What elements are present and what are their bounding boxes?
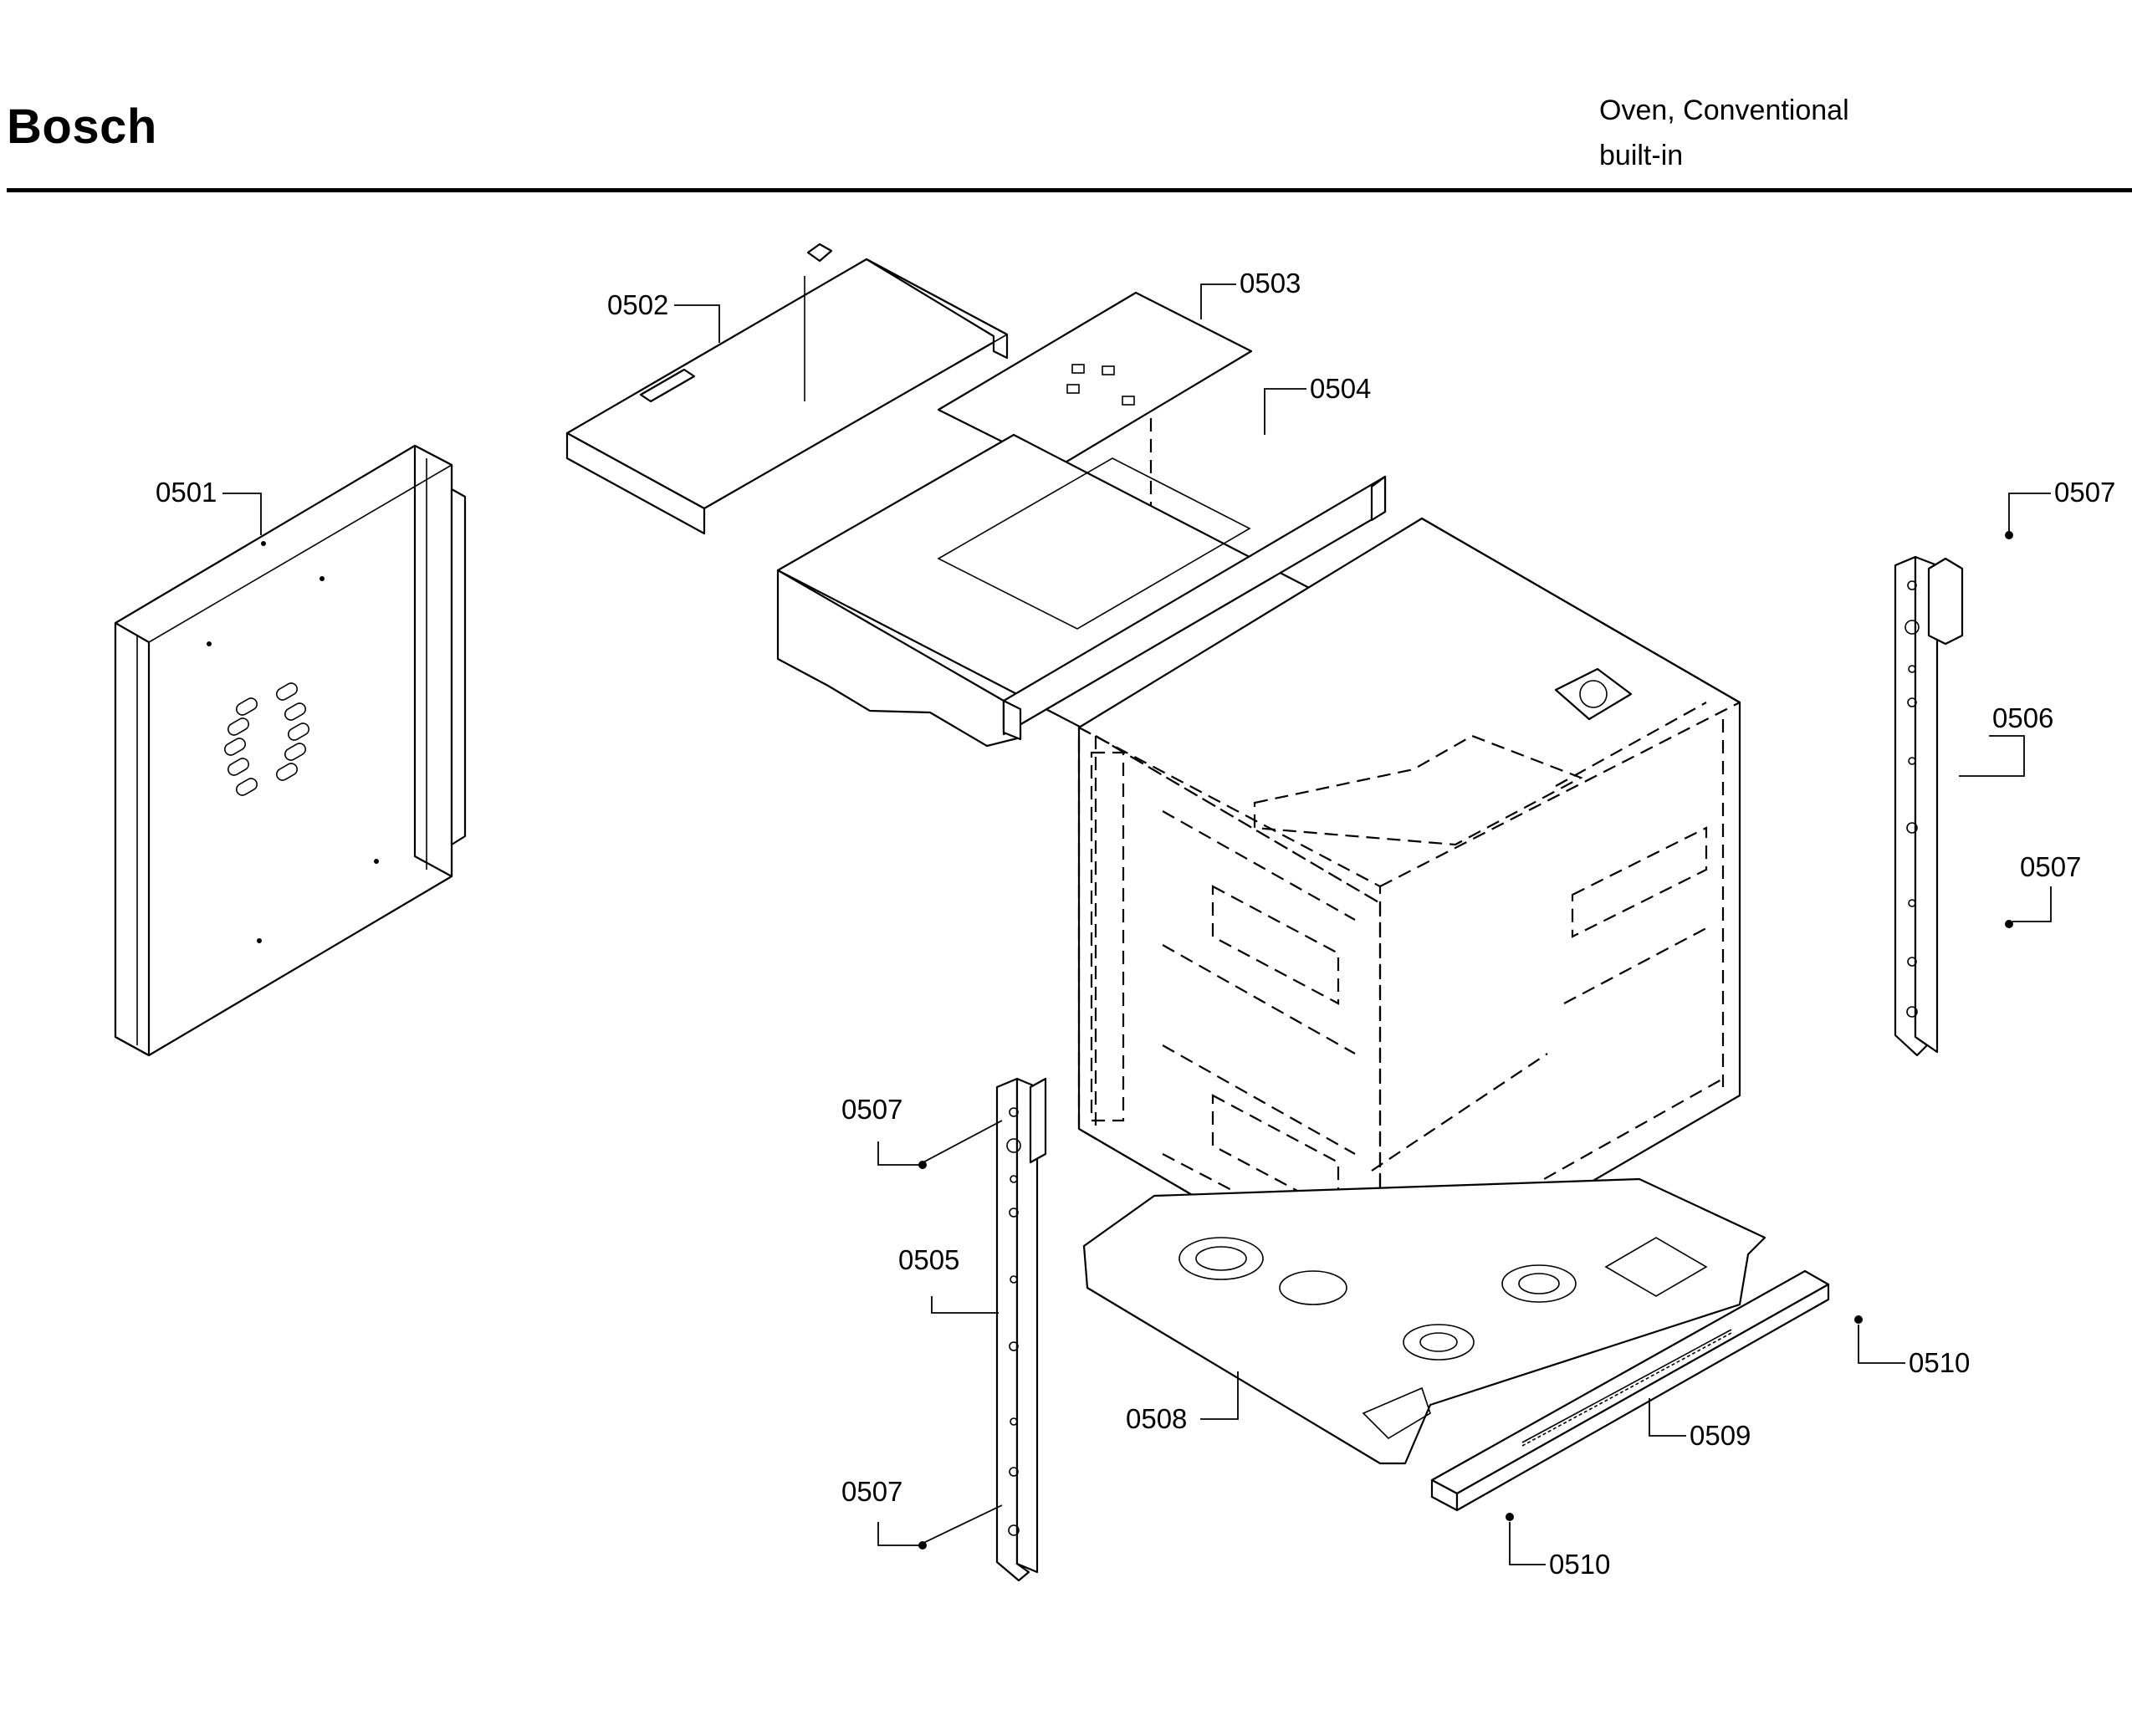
callout-0509: 0509 [1690,1420,1751,1451]
part-0501-side-panel [114,444,467,1057]
screw-0507-mid-right [2005,920,2013,928]
callout-0507-left-lower: 0507 [841,1476,902,1507]
callout-0504: 0504 [1310,373,1371,404]
callout-0501: 0501 [156,477,217,508]
part-0505-left-rail [995,1077,1047,1582]
part-0502-top-cover [565,243,1009,535]
callout-0507-left-upper: 0507 [841,1094,902,1125]
callout-0510-right: 0510 [1909,1347,1970,1378]
callout-0503: 0503 [1240,268,1301,299]
callout-0508: 0508 [1126,1403,1187,1434]
screw-0510-bottom [1506,1513,1514,1521]
callout-0505: 0505 [898,1244,959,1275]
header-divider [7,188,2132,192]
callout-0506: 0506 [1992,702,2053,733]
product-type: built-in [1599,140,1684,171]
screw-0507-top-right [2005,531,2013,539]
callout-0502: 0502 [607,289,668,320]
screw-0507-left-lower [918,1541,927,1550]
callout-0507-top-right: 0507 [2054,477,2115,508]
part-0509-front-strip [1430,1269,1830,1512]
brand-title: Bosch [7,100,157,154]
callout-labels: 0501 0502 0503 0504 0507 0506 0507 0507 … [156,268,2115,1580]
part-0508-bottom-plate [1082,1177,1766,1465]
screw-0507-left-upper [918,1161,927,1169]
callout-0507-mid-right: 0507 [2020,851,2081,882]
leader-lines [222,283,2052,1565]
product-description: Oven, Conventional [1599,94,1849,126]
part-0506-right-rail [1894,555,1964,1057]
screw-0510-right [1854,1315,1863,1324]
screws [918,531,2013,1550]
callout-0510-bottom: 0510 [1549,1549,1610,1580]
